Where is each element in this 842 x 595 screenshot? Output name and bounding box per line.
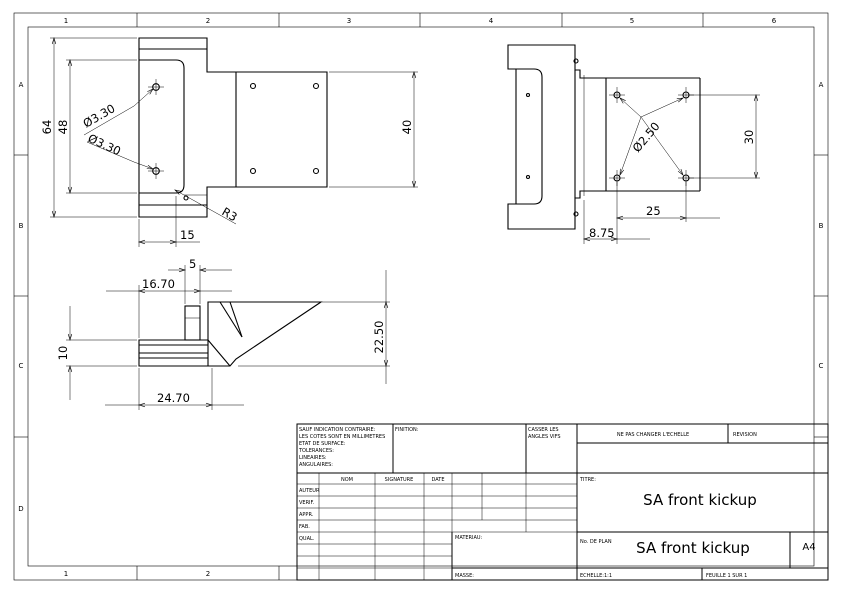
tb-feuille: FEUILLE 1 SUR 1 — [706, 573, 747, 579]
zone-row-c-right: C — [819, 362, 824, 370]
dim-64: 64 — [40, 120, 54, 135]
dim-r3: R3 — [220, 204, 240, 224]
zone-col-bottom-2: 2 — [206, 570, 210, 578]
zone-col-6: 6 — [772, 17, 777, 25]
tb-note-3: ETAT DE SURFACE: — [299, 441, 346, 447]
zone-row-a-left: A — [19, 81, 24, 89]
right-hole-tl — [609, 87, 625, 103]
tb-revision: REVISION — [733, 432, 757, 438]
tb-finition: FINITION: — [395, 427, 419, 433]
tb-casser-2: ANGLES VIFS — [528, 434, 561, 440]
tb-materiau-label: MATERIAU: — [455, 535, 483, 541]
dim-5: 5 — [189, 257, 196, 271]
zone-row-b-left: B — [19, 222, 24, 230]
right-view-outline — [507, 44, 607, 230]
signature-grid — [297, 473, 577, 580]
zone-col-1: 1 — [64, 17, 68, 25]
tb-note-1: SAUF INDICATION CONTRAIRE: — [299, 427, 376, 433]
tb-format: A4 — [802, 542, 815, 553]
right-hole-bl — [609, 170, 625, 186]
tb-masse: MASSE: — [455, 573, 474, 579]
tb-note-5: LINEAIRES: — [299, 455, 327, 461]
dim-10: 10 — [56, 346, 70, 361]
dim-22-50: 22.50 — [372, 321, 386, 354]
zone-col-4: 4 — [489, 17, 494, 25]
front-view: 64 48 Ø3.30 Ø3.30 40 R3 15 — [40, 36, 418, 247]
tb-title: SA front kickup — [643, 491, 757, 509]
tb-note-2: LES COTES SONT EN MILLIMETRES — [299, 434, 385, 440]
tb-row-appr: APPR. — [299, 512, 314, 518]
tb-col-nom: NOM — [341, 477, 353, 483]
dim-hole-3-30-lower: Ø3.30 — [86, 131, 123, 158]
tb-note-6: ANGULAIRES: — [299, 462, 333, 468]
dim-16-70: 16.70 — [142, 277, 175, 291]
zone-col-2: 2 — [206, 17, 210, 25]
tb-col-date: DATE — [431, 477, 444, 483]
tb-row-auteur: AUTEUR — [299, 488, 320, 494]
front-view-outline — [138, 37, 328, 218]
tb-casser-1: CASSER LES — [528, 427, 559, 433]
tb-row-verif: VERIF. — [299, 500, 315, 506]
zone-labels: 1 2 3 4 5 6 1 2 A B C D A B C — [18, 17, 823, 578]
title-block: SAUF INDICATION CONTRAIRE: LES COTES SON… — [296, 423, 829, 581]
dim-8-75: 8.75 — [589, 226, 615, 240]
tb-plan-no: SA front kickup — [636, 539, 750, 557]
tb-no-scale: NE PAS CHANGER L'ECHELLE — [617, 432, 689, 438]
tb-plan-no-label: No. DE PLAN — [580, 539, 612, 545]
front-hole-lower — [148, 163, 164, 179]
right-view: Ø2.50 30 25 8.75 — [507, 44, 760, 244]
zone-col-bottom-1: 1 — [64, 570, 68, 578]
zone-col-5: 5 — [630, 17, 634, 25]
zone-row-d-left: D — [18, 505, 23, 513]
tb-note-4: TOLERANCES: — [298, 448, 334, 454]
side-view-outline — [138, 301, 323, 367]
zone-col-3: 3 — [347, 17, 351, 25]
tb-row-qual: QUAL. — [299, 536, 315, 542]
zone-row-a-right: A — [819, 81, 824, 89]
tb-row-fab: FAB. — [299, 524, 310, 530]
tb-col-signature: SIGNATURE — [385, 477, 414, 483]
dim-15: 15 — [180, 228, 195, 242]
zone-row-c-left: C — [19, 362, 24, 370]
tb-echelle: ECHELLE:1:1 — [580, 573, 612, 579]
dim-48: 48 — [56, 120, 70, 135]
dim-hole-2-50: Ø2.50 — [630, 119, 663, 155]
dim-30: 30 — [742, 130, 756, 145]
zone-row-b-right: B — [819, 222, 824, 230]
side-view: 5 16.70 10 22.50 24.70 — [56, 257, 390, 410]
tb-titre-label: TITRE: — [579, 477, 596, 483]
dim-25: 25 — [646, 204, 661, 218]
dim-24-70: 24.70 — [157, 391, 190, 405]
front-hole-upper — [148, 79, 164, 95]
dim-40: 40 — [400, 120, 414, 135]
